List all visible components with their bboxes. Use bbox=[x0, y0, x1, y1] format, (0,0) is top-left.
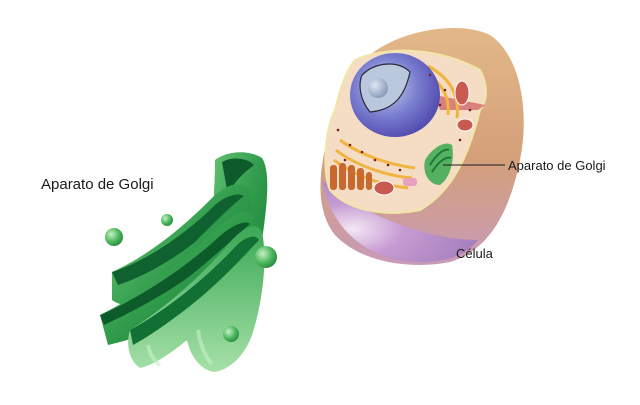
golgi-enlarged-label: Aparato de Golgi bbox=[41, 176, 154, 193]
cell-lower bbox=[322, 180, 478, 262]
golgi-cisterna bbox=[100, 222, 250, 325]
ribosomes bbox=[336, 73, 472, 172]
golgi-cisterna bbox=[130, 236, 259, 345]
rough-er bbox=[330, 163, 372, 190]
golgi-enlarged bbox=[100, 152, 277, 372]
cell-label: Célula bbox=[456, 246, 493, 261]
mitochondrion bbox=[373, 180, 395, 196]
golgi-vesicle bbox=[105, 228, 123, 246]
nucleolus bbox=[368, 78, 388, 98]
golgi-pointer-label: Aparato de Golgi bbox=[508, 158, 606, 173]
golgi-vesicle bbox=[161, 214, 173, 226]
golgi-vesicle bbox=[255, 246, 277, 268]
animal-cell bbox=[320, 27, 524, 265]
mitochondrion bbox=[456, 118, 474, 132]
centriole bbox=[403, 178, 417, 186]
mitochondrion bbox=[454, 80, 470, 106]
golgi-cisterna bbox=[112, 194, 244, 285]
golgi-vesicle bbox=[223, 326, 239, 342]
